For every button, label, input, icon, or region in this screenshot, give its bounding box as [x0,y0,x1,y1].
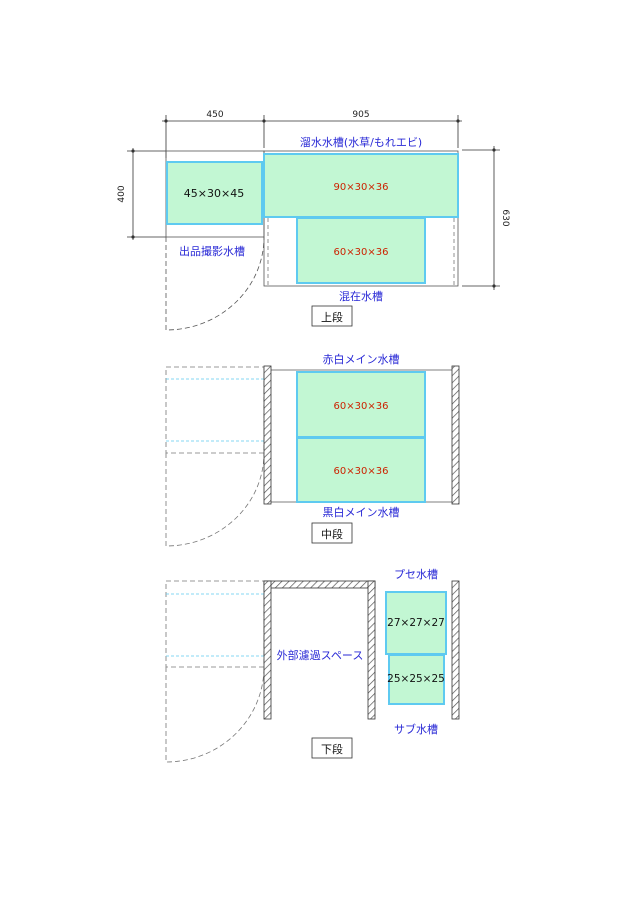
tank-middle-b [296,437,426,503]
lower-section-label: 下段 [321,742,343,756]
wall-right-lower [451,580,460,720]
tank-lower-b-size: 25×25×25 [387,673,445,685]
lower-sub-label: サブ水槽 [394,722,438,736]
wall-mid-lower [367,580,376,720]
upper-section-label: 上段 [321,310,343,324]
middle-section-box [311,522,353,544]
tank-lower-b [388,654,445,705]
dimension-ticks [131,119,496,288]
upper-tier: 45×30×45 90×30×36 60×30×36 溜水水槽(水草/もれエビ)… [165,135,459,331]
tank-middle-a [296,371,426,438]
dim-height-right: 630 [500,209,510,226]
middle-section-label: 中段 [321,527,343,541]
middle-bottom-label: 黒白メイン水槽 [323,505,400,519]
upper-bottom-label: 混在水槽 [339,290,383,303]
tank-photo-size: 45×30×45 [184,187,244,200]
wall-left [263,365,272,505]
upper-photo-label: 出品撮影水槽 [179,244,245,258]
dim-width-left: 450 [206,110,223,120]
lower-section-box [311,737,353,759]
middle-tier: 60×30×36 60×30×36 赤白メイン水槽 黒白メイン水槽 中段 [165,352,460,547]
tank-lower [296,217,426,284]
tank-large-size: 90×30×36 [334,182,389,193]
middle-top-label: 赤白メイン水槽 [323,352,400,366]
dim-width-right: 905 [352,110,369,120]
tank-lower-a [385,591,447,655]
tank-lower-size: 60×30×36 [334,247,389,258]
lower-filter-label: 外部濾過スペース [277,648,364,662]
tank-middle-a-size: 60×30×36 [334,401,389,412]
dim-height-left: 400 [117,185,127,202]
tank-lower-a-size: 27×27×27 [387,617,445,629]
lower-puse-label: プセ水槽 [394,568,438,581]
upper-section-box [311,305,353,327]
tank-photo [166,161,263,225]
lower-tier: 27×27×27 25×25×25 外部濾過スペース プセ水槽 サブ水槽 下段 [165,568,460,763]
wall-right [451,365,460,505]
wall-top-lower [263,580,376,589]
upper-top-label: 溜水水槽(水草/もれエビ) [300,135,422,149]
tank-middle-b-size: 60×30×36 [334,466,389,477]
wall-left-lower [263,580,272,720]
